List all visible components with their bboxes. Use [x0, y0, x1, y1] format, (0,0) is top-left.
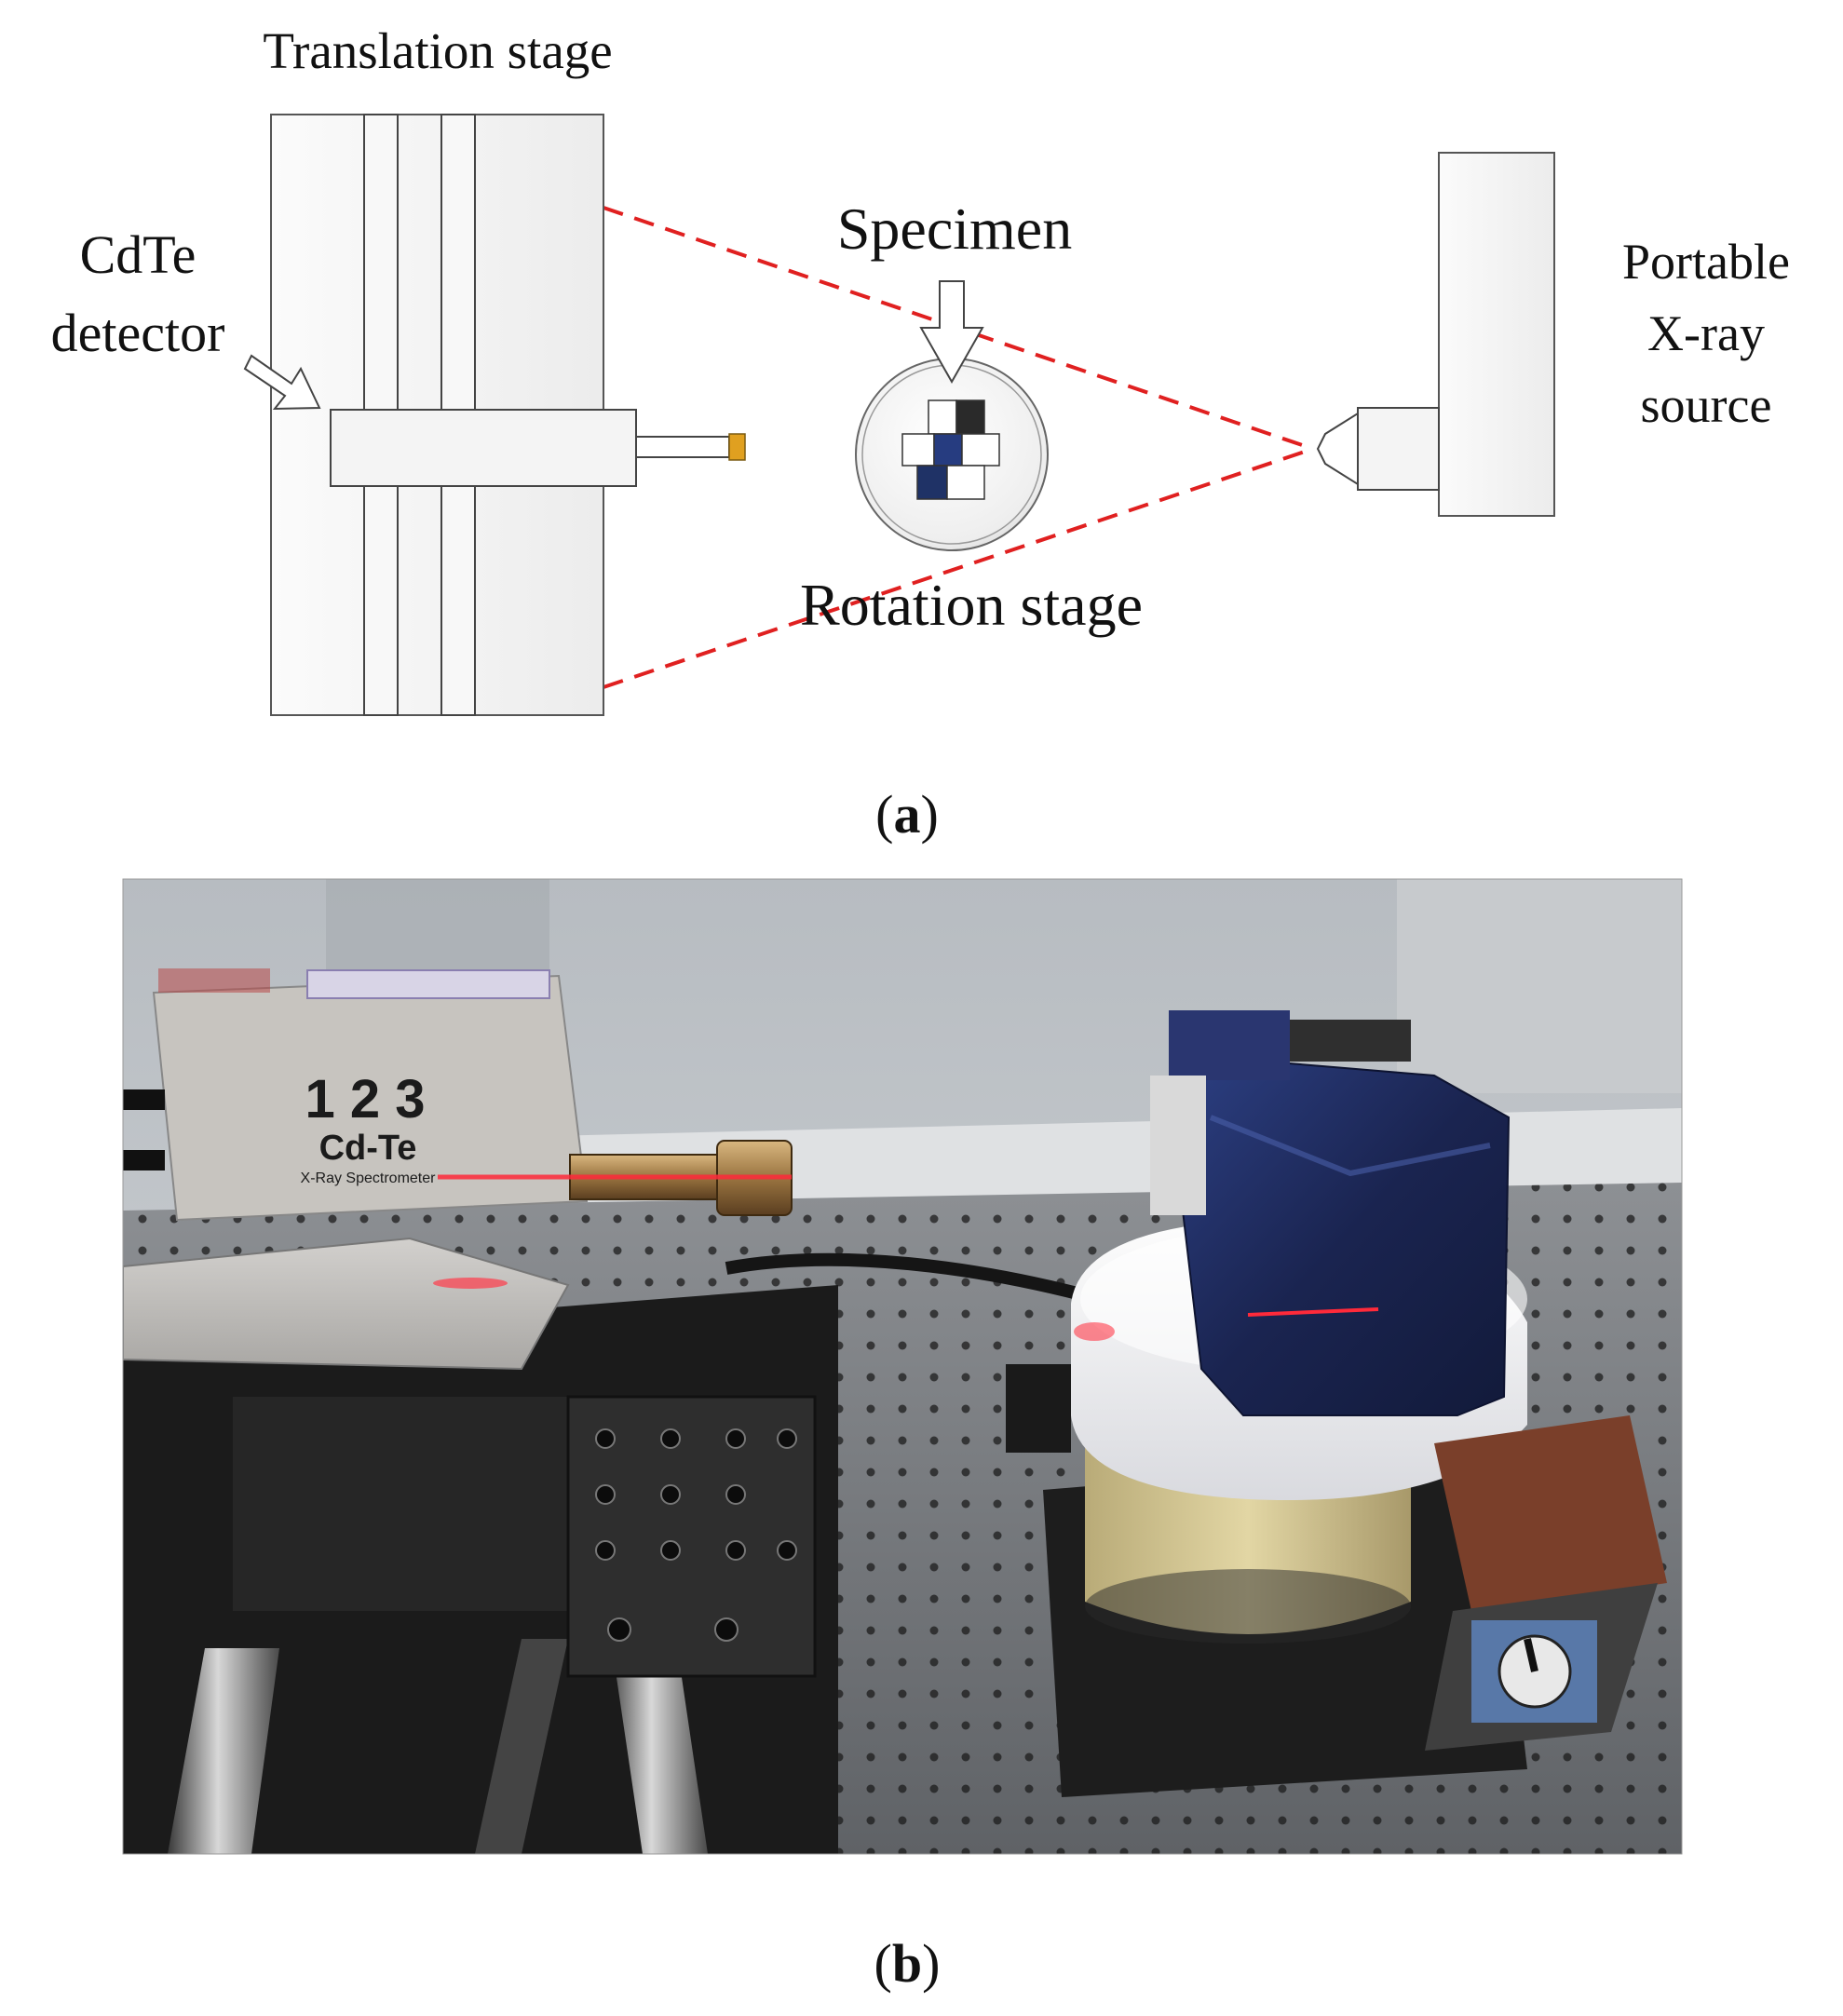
photo-translation-mechanism	[123, 1285, 838, 1854]
photo-label-model: Cd-Te	[319, 1129, 417, 1168]
detector-tip	[728, 433, 746, 461]
photo-label-digits: 1 2 3	[305, 1069, 426, 1130]
specimen-arrow-icon	[919, 280, 984, 385]
photo-rotation-stage	[1006, 1010, 1527, 1797]
label-translation-stage: Translation stage	[263, 22, 612, 79]
photo-magnetic-base	[1425, 1415, 1667, 1751]
panel-b-photo: 1 2 3 Cd-Te X-Ray Spectrometer	[123, 879, 1682, 1854]
label-detector: detector	[51, 303, 225, 363]
x-ray-source	[1316, 152, 1555, 517]
panel-a-diagram: Translation stage CdTe detector Specimen…	[51, 22, 1790, 845]
caption-b: (b)	[874, 1933, 941, 1994]
detector-arrow-icon	[243, 354, 321, 411]
label-x-ray: X-ray	[1647, 305, 1765, 361]
photo-mount-plate	[123, 1237, 570, 1371]
label-rotation-stage: Rotation stage	[800, 572, 1143, 638]
photo-specimen	[1181, 1060, 1511, 1416]
caption-a: (a)	[875, 784, 939, 845]
specimen-blocks	[901, 399, 1000, 500]
label-cdte: CdTe	[80, 224, 196, 285]
rotation-stage	[855, 358, 1049, 551]
cdte-detector	[330, 409, 746, 487]
label-portable: Portable	[1622, 234, 1790, 290]
photo-frame	[122, 878, 1683, 1855]
label-source: source	[1641, 377, 1772, 433]
photo-label-subtitle: X-Ray Spectrometer	[301, 1170, 437, 1186]
label-specimen: Specimen	[837, 196, 1072, 262]
photo-spectrometer: 1 2 3 Cd-Te X-Ray Spectrometer	[123, 968, 793, 1289]
